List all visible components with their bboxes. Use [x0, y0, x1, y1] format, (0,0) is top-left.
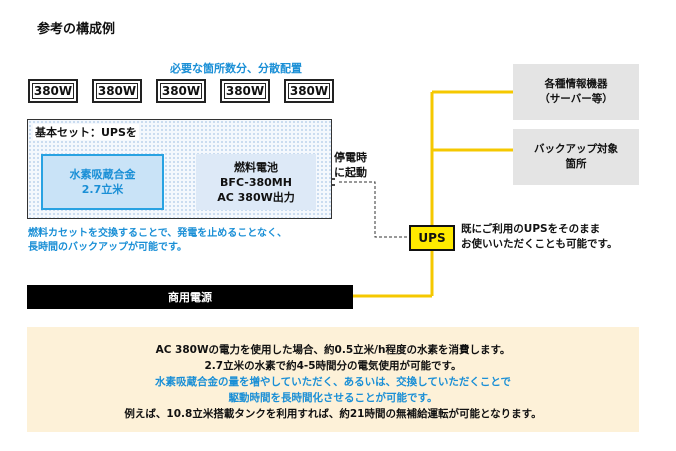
fuelcell-name: 燃料電池 [234, 160, 278, 174]
fuel-cell-box: 燃料電池 BFC-380MH AC 380W出力 [196, 154, 316, 210]
hydrogen-storage-box: 水素吸蔵合金 2.7立米 [41, 154, 164, 210]
cartridge-note: 燃料カセットを交換することで、発電を止めることなく、 長時間のバックアップが可能… [28, 228, 287, 253]
dashed-backup-line [339, 181, 409, 238]
fuelcell-unit: 380W [284, 79, 334, 103]
fuelcell-unit: 380W [92, 79, 142, 103]
fuelcell-unit: 380W [156, 79, 206, 103]
note-line: 2.7立米の水素で約4-5時間分の電気使用が可能です。 [204, 360, 462, 372]
fuelcell-unit: 380W [220, 79, 270, 103]
ups-note: 既にご利用のUPSをそのまま お使いいただくことも可能です。 [461, 223, 618, 250]
commercial-power-bar: 商用電源 [27, 285, 353, 309]
storage-volume: 2.7立米 [81, 183, 124, 196]
distribution-label: 必要な箇所数分、分散配置 [170, 62, 302, 75]
note-line: 駆動時間を長時間化させることが可能です。 [228, 392, 438, 404]
note-line: 例えば、10.8立米搭載タンクを利用すれば、約21時間の無補給運転が可能となりま… [124, 408, 542, 420]
note-line: 水素吸蔵合金の量を増やしていただく、あるいは、交換していただくことで [154, 376, 512, 388]
outage-start-label: 停電時 に起動 [334, 151, 367, 179]
ups-box: UPS [409, 225, 455, 251]
backup-targets-box: バックアップ対象 箇所 [513, 129, 639, 185]
notes-box: AC 380Wの電力を使用した場合、約0.5立米/h程度の水素を消費します。 2… [27, 327, 639, 432]
storage-name: 水素吸蔵合金 [69, 168, 136, 181]
fuelcell-model: BFC-380MH [220, 175, 292, 189]
fuelcell-output: AC 380W出力 [217, 190, 295, 204]
basic-set-label: 基本セット：UPSを [33, 124, 139, 140]
note-line: AC 380Wの電力を使用した場合、約0.5立米/h程度の水素を消費します。 [155, 344, 511, 356]
info-devices-box: 各種情報機器 （サーバー等） [513, 64, 639, 120]
page-title: 参考の構成例 [37, 22, 116, 37]
fuelcell-unit: 380W [28, 79, 78, 103]
